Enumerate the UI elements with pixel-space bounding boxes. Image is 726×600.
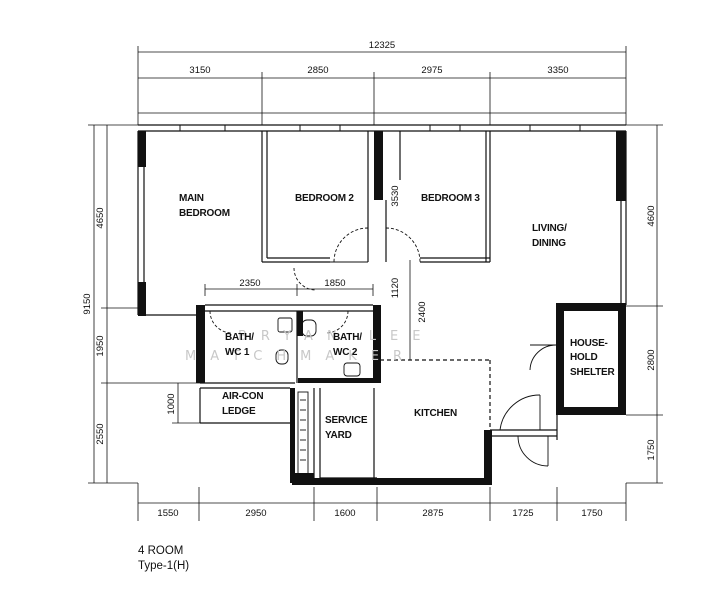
dim-left-2: 1950: [95, 335, 106, 356]
label-aircon-1: AIR-CON: [222, 391, 263, 402]
label-living-2: DINING: [532, 238, 566, 249]
dim-bottom-4: 2875: [422, 508, 443, 519]
watermark: BRYAN LEE MATCHMAKER: [185, 329, 434, 364]
dim-bottom-2: 2950: [245, 508, 266, 519]
dim-top-1: 3150: [189, 65, 210, 76]
label-shelter-2: HOLD: [570, 352, 598, 363]
window-marks: [179, 125, 581, 131]
dim-left-3: 2550: [95, 423, 106, 444]
dim-bath1-width: 2350: [239, 278, 260, 289]
label-kitchen: KITCHEN: [414, 408, 457, 419]
thick-walls: [138, 131, 626, 485]
bathroom-fixtures: [275, 317, 361, 475]
watermark-line2: MATCHMAKER: [185, 349, 416, 364]
dim-bottom-6: 1750: [581, 508, 602, 519]
dim-top-4: 3350: [547, 65, 568, 76]
label-service-yard-1: SERVICE: [325, 415, 368, 426]
dim-aircon-depth: 1000: [166, 393, 177, 414]
label-living-1: LIVING/: [532, 223, 567, 234]
label-bath1-2: WC 1: [225, 347, 250, 358]
plan-type-caption-line1: 4 ROOM: [138, 545, 184, 557]
label-shelter-3: SHELTER: [570, 367, 616, 378]
label-main-bedroom-2: BEDROOM: [179, 208, 230, 219]
dim-bottom-3: 1600: [334, 508, 355, 519]
label-service-yard-2: YARD: [325, 430, 352, 441]
dim-bottom-1: 1550: [157, 508, 178, 519]
label-bedroom3: BEDROOM 3: [421, 193, 480, 204]
dim-bedroom3-wall: 3530: [390, 185, 401, 206]
room-labels: MAIN BEDROOM BEDROOM 2 BEDROOM 3 LIVING/…: [179, 193, 616, 441]
dim-bottom-5: 1725: [512, 508, 533, 519]
dim-corridor: 1120: [390, 278, 401, 298]
dim-overall-top: 12325: [369, 40, 395, 51]
label-bath2-2: WC 2: [333, 347, 358, 358]
dim-bath2-width: 1850: [324, 278, 345, 289]
dim-right-3: 1750: [646, 439, 657, 460]
dim-right-1: 4600: [646, 205, 657, 226]
dim-left-overall: 9150: [82, 293, 93, 314]
label-bedroom2: BEDROOM 2: [295, 193, 354, 204]
plan-type-caption-line2: Type-1(H): [138, 560, 190, 572]
dim-corridor-2: 2400: [417, 301, 428, 322]
dim-top-2: 2850: [307, 65, 328, 76]
dim-left-1: 4650: [95, 207, 106, 228]
label-bath2-1: BATH/: [333, 332, 362, 343]
dim-top-3: 2975: [421, 65, 442, 76]
label-main-bedroom-1: MAIN: [179, 193, 204, 204]
doors: [209, 227, 557, 467]
dimension-labels: 12325 3150 2850 2975 3350 1550 2950 1600…: [82, 40, 657, 519]
dimension-lines: [88, 46, 663, 521]
watermark-line1: BRYAN LEE: [238, 329, 434, 344]
label-shelter-1: HOUSE-: [570, 338, 608, 349]
dim-right-2: 2800: [646, 349, 657, 370]
label-bath1-1: BATH/: [225, 332, 254, 343]
label-aircon-2: LEDGE: [222, 406, 256, 417]
